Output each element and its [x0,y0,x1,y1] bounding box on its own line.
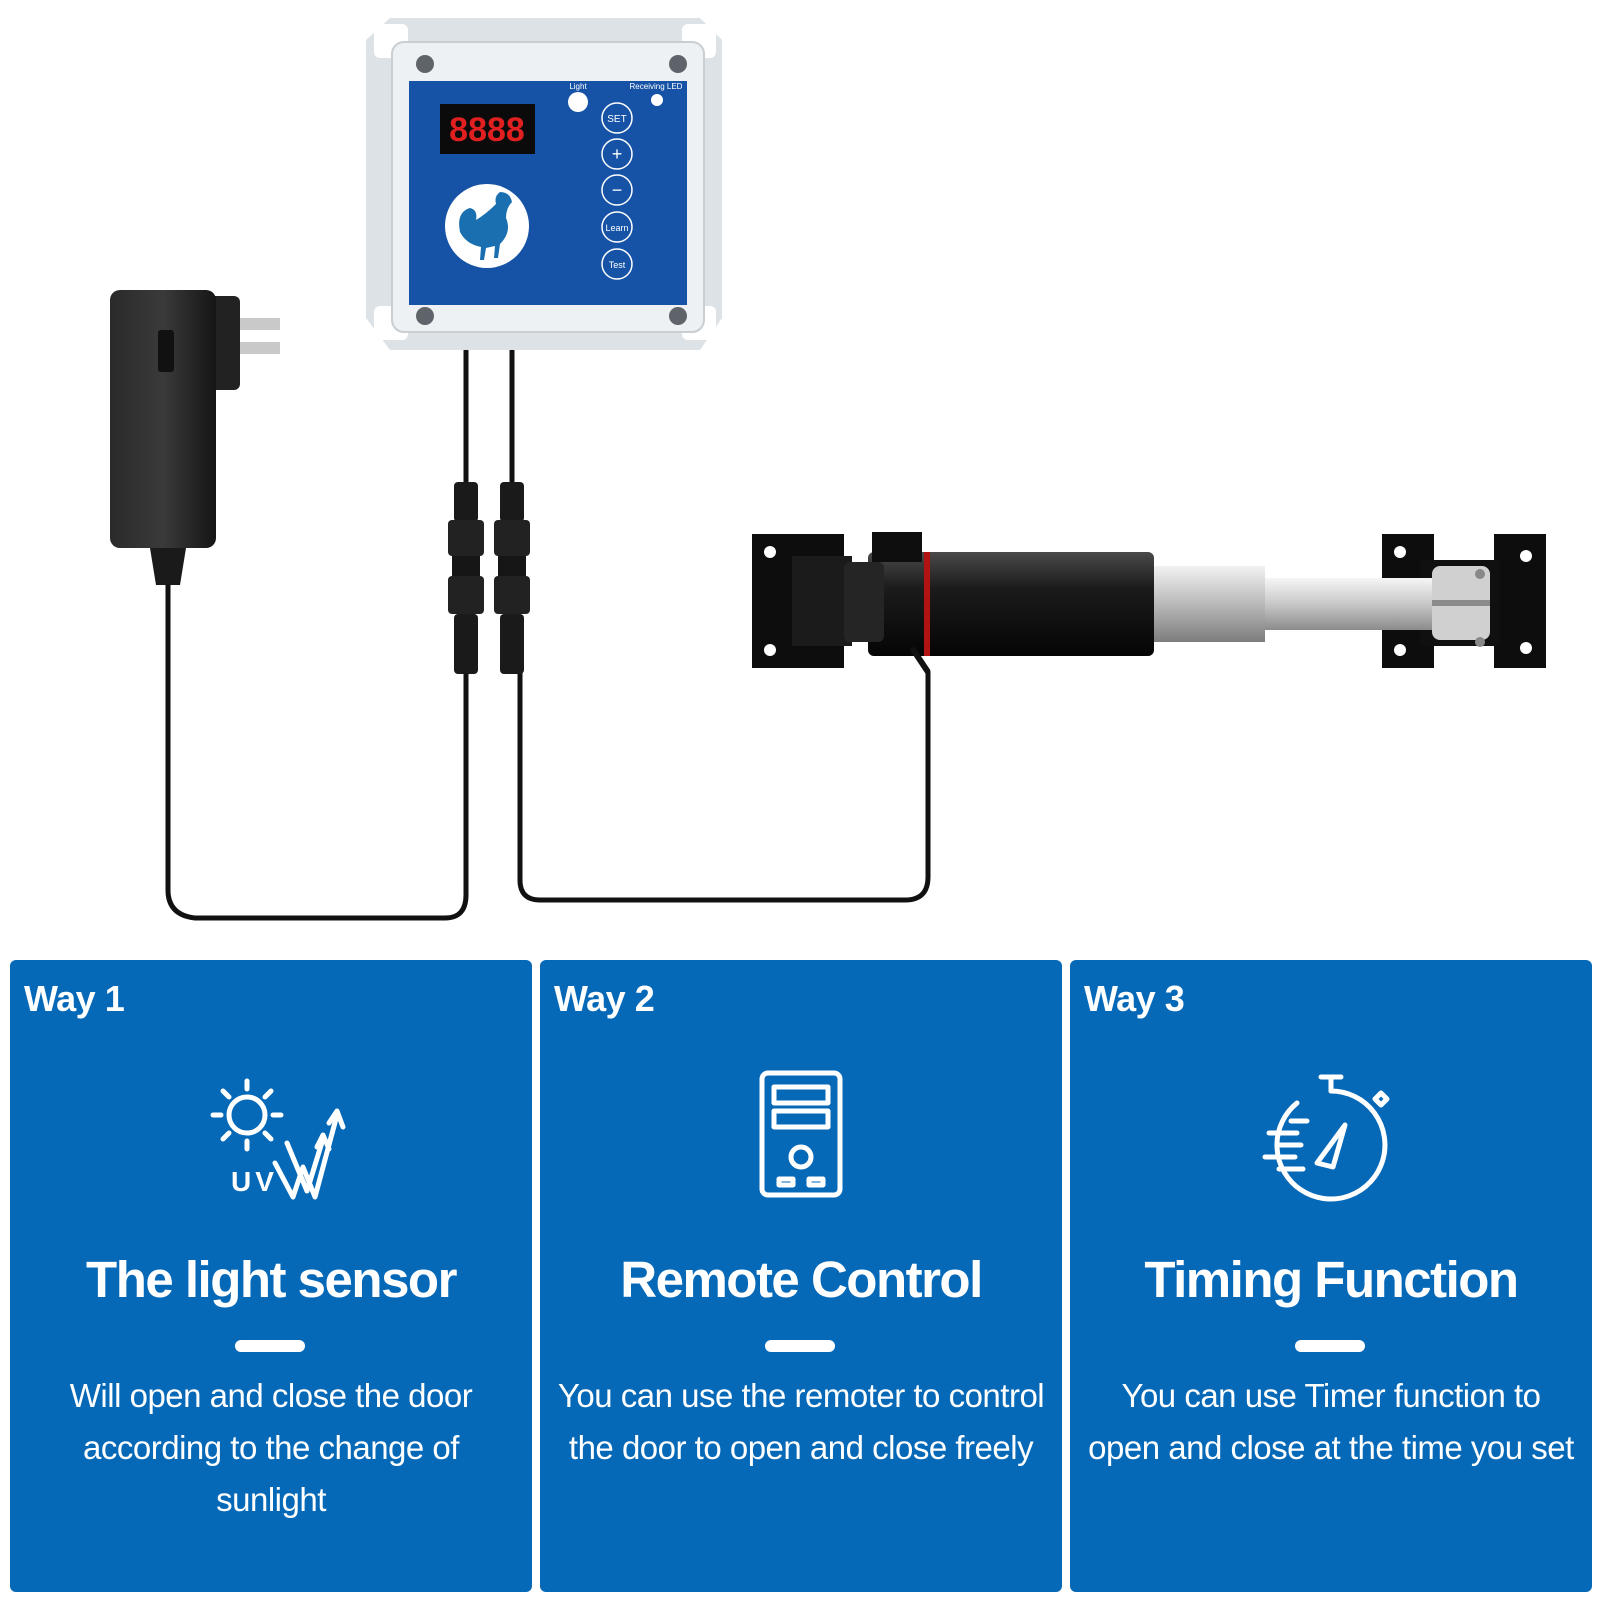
plus-button-label: + [612,144,623,164]
card-description: You can use Timer function to open and c… [1088,1377,1574,1466]
way-label: Way 2 [554,978,655,1019]
card-description: Will open and close the door according t… [69,1377,473,1518]
light-label: Light [569,82,587,91]
way-label: Way 3 [1084,978,1185,1019]
power-adapter [110,290,280,585]
linear-actuator [752,532,1546,674]
way-1-card: Way 1 UV The light sensor Will open and … [10,960,532,1592]
divider [235,1340,305,1352]
divider [765,1340,835,1352]
uv-icon-text: UV [231,1166,278,1197]
display-digits: 8888 [449,111,525,149]
divider [1295,1340,1365,1352]
stopwatch-icon [1262,1074,1390,1202]
cables [165,345,931,921]
way-3-card: Way 3 Timing Function You can use Timer … [1070,960,1592,1592]
remote-control-icon [759,1070,843,1198]
learn-button-label: Learn [605,223,628,233]
product-photo: 8888 Light Receiving LED SET + − Learn T… [110,18,1546,921]
set-button-label: SET [607,114,626,125]
way-2-card: Way 2 Remote Control You can use the rem… [540,960,1062,1592]
test-button-label: Test [609,260,626,270]
receiving-led-label: Receiving LED [630,82,683,91]
card-title: Remote Control [620,1251,983,1308]
controller-box: 8888 Light Receiving LED SET + − Learn T… [366,18,722,350]
way-label: Way 1 [24,978,125,1019]
card-title: Timing Function [1144,1251,1519,1308]
card-title: The light sensor [86,1251,457,1308]
card-description: You can use the remoter to control the d… [557,1377,1045,1466]
uv-sun-icon: UV [210,1078,346,1200]
cable-connectors [448,482,530,674]
minus-button-label: − [612,180,623,200]
